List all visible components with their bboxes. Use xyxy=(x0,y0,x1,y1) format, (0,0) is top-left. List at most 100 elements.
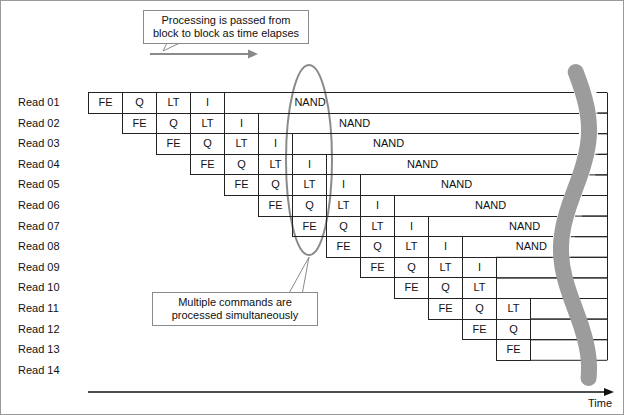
pipeline-stage-cell: Q xyxy=(292,195,327,217)
pipeline-stage-cell: FE xyxy=(360,257,395,279)
stage-name: I xyxy=(429,237,462,257)
stage-name: LT xyxy=(191,114,224,134)
stage-name: Q xyxy=(191,134,224,154)
stage-name: FE xyxy=(157,134,190,154)
stage-name: NAND xyxy=(294,93,325,113)
hidden-cell-edge xyxy=(496,277,607,278)
stage-name: Q xyxy=(463,299,496,319)
pipeline-stage-cell: I xyxy=(224,113,259,135)
hidden-cell-edge xyxy=(595,154,607,155)
stage-name: I xyxy=(191,93,224,113)
pipeline-stage-cell: I xyxy=(428,236,463,258)
stage-name: LT xyxy=(497,299,530,319)
hidden-cell-edge xyxy=(496,277,607,278)
pipeline-stage-cell: FE xyxy=(326,236,361,258)
hidden-cell-edge xyxy=(530,319,607,320)
pipeline-stage-cell: Q xyxy=(360,236,395,258)
pipeline-stage-cell: LT xyxy=(394,236,429,258)
time-axis xyxy=(88,391,606,393)
stage-name: FE xyxy=(123,114,156,134)
stage-name: Q xyxy=(327,217,360,237)
stage-name: FE xyxy=(497,340,530,360)
pipeline-stage-cell: NAND xyxy=(258,113,579,135)
pipeline-stage-cell: Q xyxy=(190,133,225,155)
pipeline-stage-cell: Q xyxy=(496,319,531,341)
pipeline-stage-cell: FE xyxy=(428,298,463,320)
row-label: Read 05 xyxy=(18,174,60,195)
hidden-cell-edge xyxy=(597,92,607,93)
pipeline-stage-cell: I xyxy=(360,195,395,217)
pipeline-stage-cell: FE xyxy=(462,319,497,341)
row-label: Read 06 xyxy=(18,195,60,216)
row-label: Read 14 xyxy=(18,360,60,381)
pipeline-stage-cell: Q xyxy=(258,174,293,196)
pipeline-stage-cell: LT xyxy=(156,92,191,114)
row-label: Read 04 xyxy=(18,154,60,175)
pipeline-stage-cell: LT xyxy=(258,154,293,176)
stage-name: FE xyxy=(89,93,122,113)
pipeline-stage-cell: NAND xyxy=(224,92,574,114)
stage-name: LT xyxy=(259,155,292,175)
stage-name: NAND xyxy=(339,114,370,134)
pipeline-stage-cell: LT xyxy=(190,113,225,135)
pipeline-stage-cell: Q xyxy=(224,154,259,176)
pipeline-stage-cell: NAND xyxy=(326,154,572,176)
hidden-cell-edge xyxy=(530,339,607,340)
axis-label: Time xyxy=(588,397,612,410)
pipeline-stage-cell: NAND xyxy=(394,195,557,217)
stage-name: Q xyxy=(497,320,530,340)
hidden-cell-edge xyxy=(582,195,607,196)
stage-name: FE xyxy=(191,155,224,175)
stage-name: LT xyxy=(225,134,258,154)
pipeline-stage-cell: LT xyxy=(224,133,259,155)
pipeline-stage-cell: I xyxy=(462,257,497,279)
stage-name: FE xyxy=(429,299,462,319)
pipeline-stage-cell: LT xyxy=(360,216,395,238)
pipeline-stage-cell: LT xyxy=(496,298,531,320)
stage-name: FE xyxy=(395,278,428,298)
callout-tails xyxy=(163,41,309,295)
stage-name: Q xyxy=(395,258,428,278)
hidden-cell-edge xyxy=(530,319,607,320)
stage-name: Q xyxy=(361,237,394,257)
stage-name: Q xyxy=(123,93,156,113)
callout-text: Processing is passed from block to block… xyxy=(148,14,304,40)
pipeline-stage-cell: Q xyxy=(326,216,361,238)
row-label: Read 10 xyxy=(18,277,60,298)
time-flow-arrow xyxy=(150,53,250,55)
pipeline-stage-cell: NAND xyxy=(462,236,552,258)
stage-name: NAND xyxy=(441,175,472,195)
callout-text: Multiple commands are processed simultan… xyxy=(157,296,313,322)
stage-name: I xyxy=(225,114,258,134)
stage-name: LT xyxy=(327,196,360,216)
stage-name: FE xyxy=(259,196,292,216)
row-label: Read 07 xyxy=(18,216,60,237)
hidden-cell-edge xyxy=(575,216,607,217)
stage-name: LT xyxy=(463,278,496,298)
stage-name: Q xyxy=(293,196,326,216)
row-label: Read 09 xyxy=(18,257,60,278)
callout-box: Processing is passed from block to block… xyxy=(143,10,309,44)
hidden-cell-edge xyxy=(571,236,607,237)
pipeline-stage-cell: FE xyxy=(258,195,293,217)
pipeline-stage-cell: FE xyxy=(156,133,191,155)
row-label: Read 03 xyxy=(18,133,60,154)
pipeline-stage-cell: FE xyxy=(122,113,157,135)
pipeline-stage-cell: I xyxy=(326,174,361,196)
callout-box: Multiple commands are processed simultan… xyxy=(152,292,318,326)
stage-name: LT xyxy=(361,217,394,237)
stage-name: LT xyxy=(157,93,190,113)
pipeline-stage-cell: LT xyxy=(462,277,497,299)
stage-name: I xyxy=(361,196,394,216)
callout-tail xyxy=(288,257,309,295)
stage-name: Q xyxy=(157,114,190,134)
pipeline-stage-cell: I xyxy=(394,216,429,238)
break-wave xyxy=(561,72,589,378)
pipeline-stage-cell: I xyxy=(258,133,293,155)
stage-name: Q xyxy=(259,175,292,195)
pipeline-stage-cell: FE xyxy=(496,339,531,361)
stage-name: FE xyxy=(361,258,394,278)
stage-name: LT xyxy=(395,237,428,257)
pipeline-stage-cell: Q xyxy=(156,113,191,135)
